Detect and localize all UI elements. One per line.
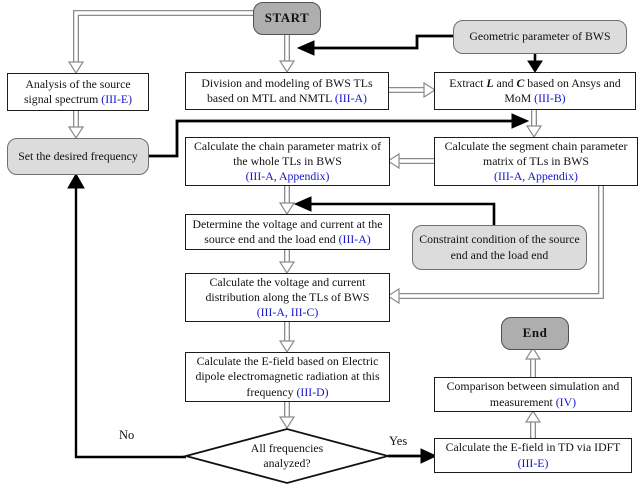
- node-start: START: [253, 2, 321, 35]
- arrow-constraint-to-determine-junction: [293, 196, 496, 227]
- arrow-idft-to-comparison: [524, 409, 542, 438]
- arrow-division-to-extract: [387, 81, 437, 99]
- arrow-extract-to-segment: [525, 108, 543, 139]
- node-start-label: START: [264, 10, 310, 26]
- arrow-analysis-to-setfreq: [67, 109, 85, 140]
- node-geo-label: Geometric parameter of BWS: [469, 29, 611, 44]
- decision-diamond: [182, 428, 392, 484]
- arrow-determine-to-calcdist: [278, 248, 296, 275]
- arrow-start-to-division: [278, 33, 296, 74]
- node-efield-td-idft: Calculate the E-field in TD via IDFT(III…: [434, 438, 632, 473]
- arrow-efield-to-diamond: [278, 400, 296, 430]
- arrow-chain-to-determine: [278, 184, 296, 216]
- section-ref: (III-A, Appendix): [494, 169, 578, 184]
- node-end: End: [501, 317, 569, 350]
- arrow-segment-to-chain: [386, 152, 434, 170]
- section-ref: (III-E): [101, 92, 133, 106]
- section-ref: (III-A): [338, 232, 371, 246]
- arrow-no-to-setfreq: [67, 172, 186, 459]
- node-idft-text: Calculate the E-field in TD via IDFT(III…: [445, 440, 621, 470]
- node-set-desired-frequency: Set the desired frequency: [7, 138, 149, 175]
- node-end-label: End: [522, 325, 548, 341]
- branch-label-no: No: [119, 428, 135, 442]
- section-ref: (IV): [555, 394, 577, 409]
- arrow-geo-to-start-junction: [296, 34, 453, 56]
- arrow-start-to-analysis: [67, 10, 253, 75]
- arrow-calcdist-to-efield: [278, 320, 296, 354]
- section-ref: (III-E): [517, 455, 549, 470]
- node-determine-voltage-current: Determine the voltage and current at the…: [185, 214, 390, 250]
- arrow-yes-to-idft: [388, 448, 438, 464]
- section-ref: (III-A, III-C): [256, 305, 319, 320]
- branch-label-yes: Yes: [389, 434, 408, 448]
- node-setfreq-label: Set the desired frequency: [18, 148, 138, 163]
- node-geometric-parameter: Geometric parameter of BWS: [453, 20, 627, 54]
- section-ref: (III-B): [534, 91, 566, 105]
- arrow-setfreq-to-segment-junction: [147, 113, 530, 158]
- arrow-comparison-to-end: [524, 346, 542, 377]
- section-ref: (III-D): [296, 384, 329, 399]
- section-ref: (III-A): [334, 91, 367, 105]
- arrow-segment-to-calcdist: [386, 184, 604, 305]
- section-ref: (III-A, Appendix): [245, 169, 330, 184]
- arrow-geo-to-extract: [527, 52, 543, 73]
- node-determine-text: Determine the voltage and current at the…: [192, 216, 383, 246]
